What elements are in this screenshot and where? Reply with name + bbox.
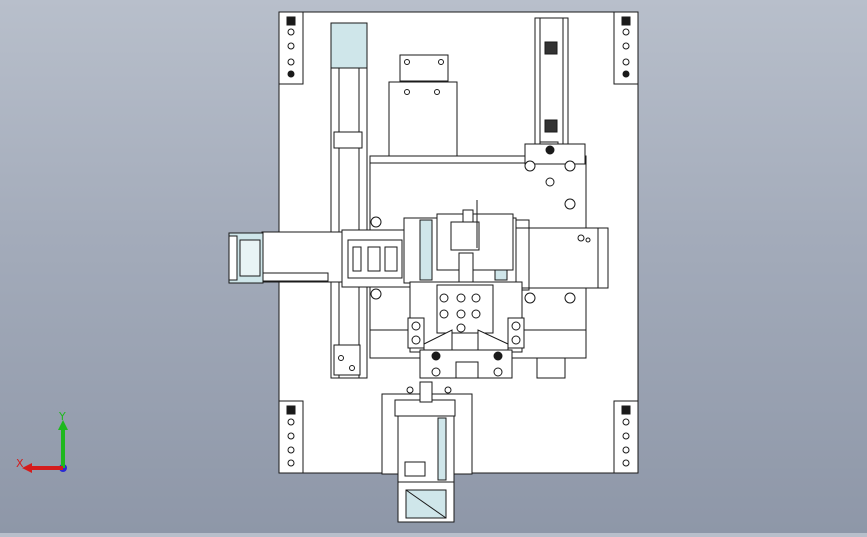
corner-block-bottom-left bbox=[278, 400, 304, 474]
left-motor-housing bbox=[261, 229, 420, 288]
center-module bbox=[403, 200, 525, 379]
left-servo-motor bbox=[228, 232, 264, 284]
triad-graphic: Y X bbox=[16, 410, 68, 473]
corner-block-top-right bbox=[613, 11, 639, 85]
top-bracket bbox=[388, 54, 458, 157]
corner-block-top-left bbox=[278, 11, 304, 85]
bottom-servo-motor bbox=[397, 415, 455, 523]
corner-block-bottom-right bbox=[613, 400, 639, 474]
left-vertical-rail bbox=[330, 22, 368, 379]
triad-y-label: Y bbox=[58, 410, 66, 423]
coordinate-triad: Y X bbox=[10, 410, 80, 480]
triad-x-arrow bbox=[22, 463, 32, 473]
triad-x-label: X bbox=[16, 457, 24, 470]
right-motor-housing bbox=[504, 219, 609, 291]
triad-y-arrow bbox=[58, 420, 68, 430]
